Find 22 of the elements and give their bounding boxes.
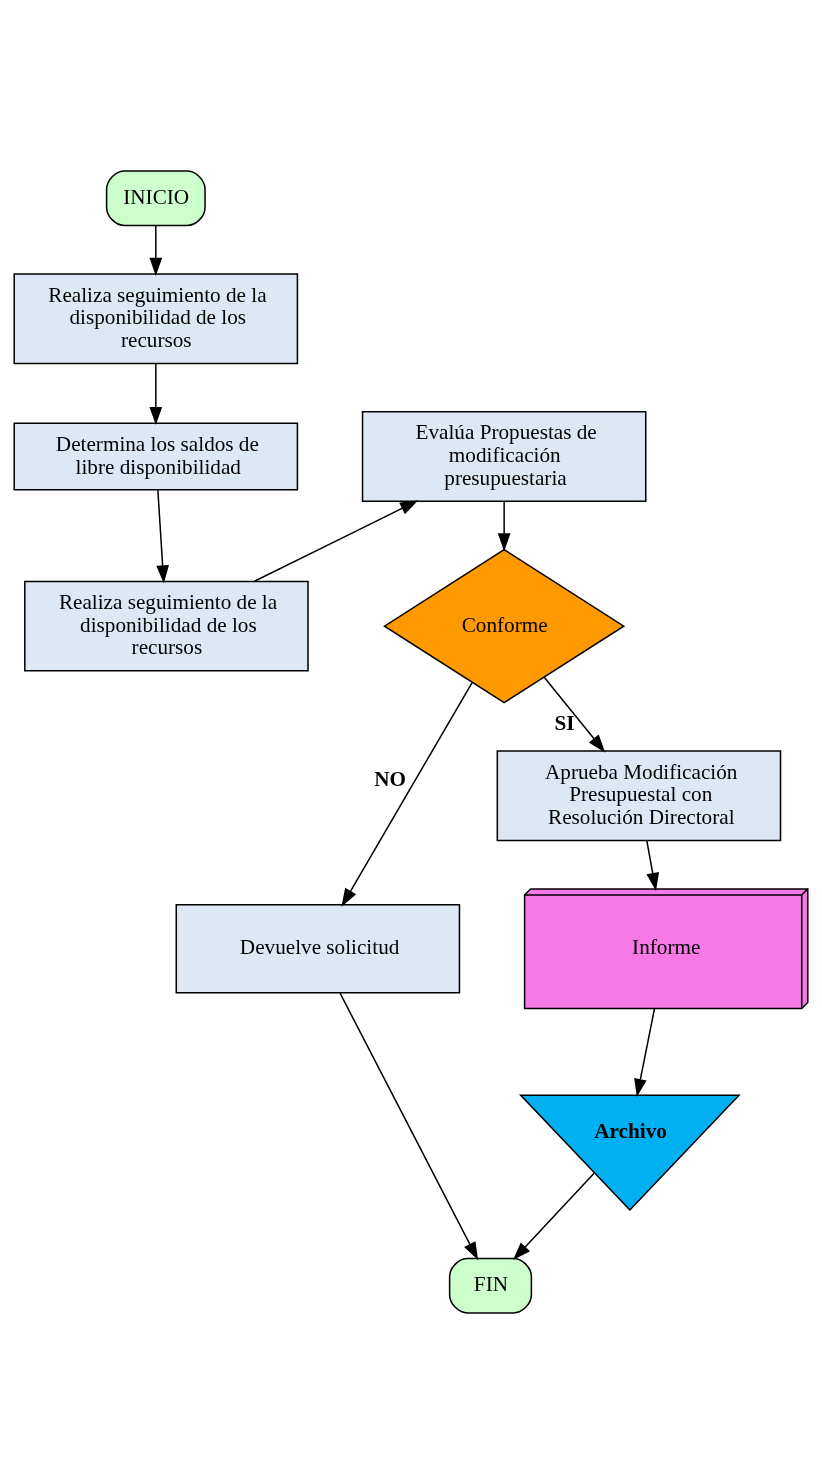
node-box: Aprueba Modificación Presupuestal con Resolución Directoral <box>496 750 782 842</box>
edge-label: SI <box>554 710 575 735</box>
node-box: FIN <box>448 1257 533 1314</box>
arrow <box>543 676 606 753</box>
node-box: Realiza seguimiento de la disponibilidad de los recursos <box>24 580 309 672</box>
arrow <box>149 362 163 426</box>
arrow <box>497 500 511 552</box>
arrow <box>149 225 163 276</box>
arrow <box>646 839 659 892</box>
node-box: Determina los saldos de libre disponibilidad <box>13 422 299 491</box>
arrow <box>513 1172 596 1261</box>
node-diamond: Conforme <box>383 548 626 704</box>
arrow <box>634 1008 656 1097</box>
node-box: Evalúa Propuestas de modificación presupuestaria <box>361 411 647 502</box>
node-box: Realiza seguimiento de la disponibilidad de los recursos <box>13 273 299 365</box>
arrow <box>156 489 169 584</box>
arrow <box>339 992 479 1261</box>
node-box: Devuelve solicitud <box>175 904 461 994</box>
node-box: INICIO <box>105 170 206 227</box>
arrow <box>341 681 473 907</box>
arrow <box>253 500 419 582</box>
edge-label: NO <box>374 767 406 792</box>
